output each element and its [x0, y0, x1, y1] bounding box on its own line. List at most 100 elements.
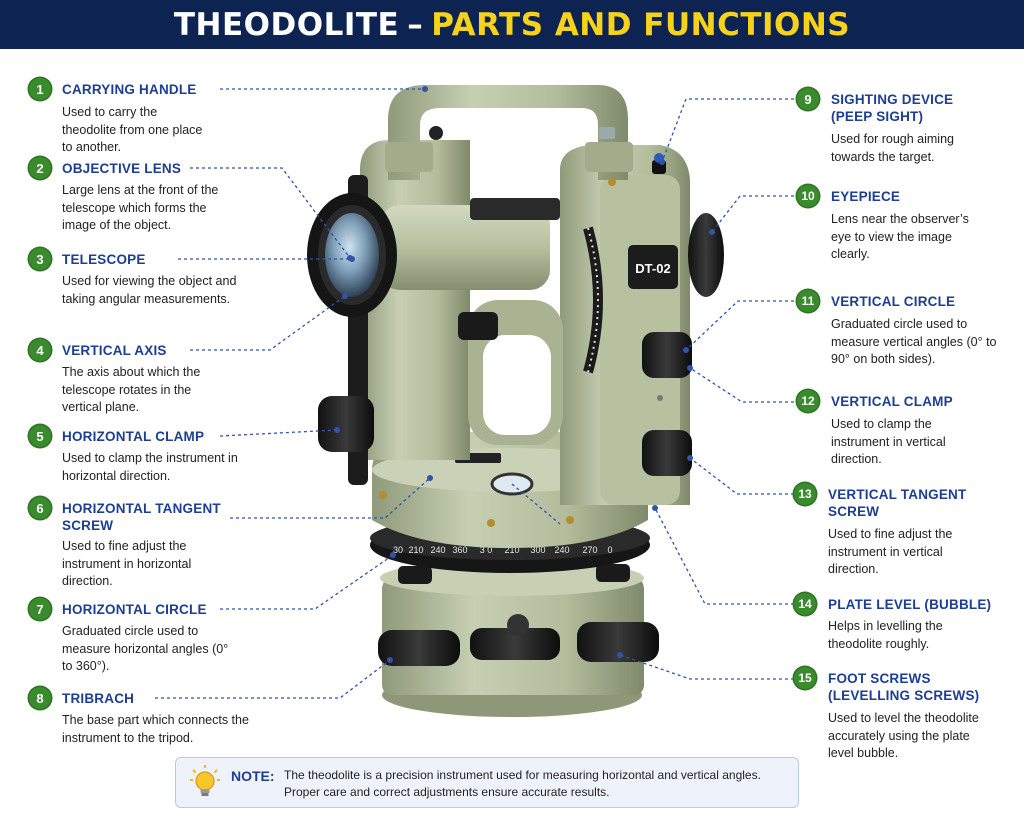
foot-screw-left	[378, 630, 460, 666]
title-accent: PARTS AND FUNCTIONS	[431, 6, 851, 43]
leader-4	[190, 295, 346, 351]
vertical-clamp-knob	[642, 332, 692, 378]
tribrach-center-knob	[507, 614, 529, 636]
part-number-badge: 13	[794, 483, 816, 505]
part-title: VERTICAL CLAMP	[831, 394, 953, 409]
handle-bolt	[429, 126, 443, 140]
part-number-badge: 5	[29, 425, 51, 447]
scale-number: 360	[452, 545, 467, 555]
note-label: NOTE:	[231, 768, 275, 784]
tribrach-knob-right	[596, 564, 630, 582]
part-number-badge: 3	[29, 248, 51, 270]
part-description: Used to clamp the instrument in vertical…	[831, 417, 946, 466]
tribrach-knob-left	[398, 566, 432, 584]
part-description: Used to clamp the instrument in horizont…	[62, 451, 238, 483]
vertical-tangent-knob	[642, 430, 692, 476]
handle-base-right	[585, 142, 633, 172]
leader-2	[190, 167, 351, 259]
part-title: VERTICAL AXIS	[62, 343, 167, 358]
leader-10	[711, 195, 800, 233]
eyepiece	[688, 213, 724, 297]
leader-dots	[334, 86, 715, 663]
scale-number: 30	[393, 545, 403, 555]
model-label: DT-02	[635, 261, 670, 276]
part-description: Used for rough aiming towards the target…	[831, 132, 954, 164]
screw-dot	[379, 491, 387, 499]
part-title: HORIZONTAL TANGENT SCREW	[62, 501, 221, 533]
part-description: Helps in levelling the theodolite roughl…	[828, 619, 943, 651]
part-number-badge: 11	[797, 290, 819, 312]
screw-dot	[487, 519, 495, 527]
part-title: SIGHTING DEVICE (PEEP SIGHT)	[831, 92, 954, 124]
part-title: TRIBRACH	[62, 691, 135, 706]
part-title: VERTICAL CIRCLE	[831, 294, 956, 309]
plate-level-bubble	[490, 472, 534, 496]
part-description: Graduated circle used to measure vertica…	[831, 317, 997, 366]
part-description: Graduated circle used to measure horizon…	[62, 624, 229, 673]
part-description: Large lens at the front of the telescope…	[62, 183, 219, 232]
telescope-top-plate	[470, 198, 560, 220]
screw-dot	[566, 516, 574, 524]
objective-lens-glass	[325, 213, 379, 297]
leader-15	[619, 654, 800, 680]
scale-number: 240	[554, 545, 569, 555]
part-title: HORIZONTAL CIRCLE	[62, 602, 207, 617]
handle-base-left	[385, 142, 433, 172]
lightbulb-icon	[190, 765, 220, 796]
screw-dot	[657, 395, 663, 401]
leader-11	[685, 300, 800, 351]
vertical-circle-ticks	[587, 227, 599, 373]
scale-number: 3 0	[480, 545, 493, 555]
leader-plate-level	[511, 483, 561, 525]
scale-number: 240	[430, 545, 445, 555]
note-text: The theodolite is a precision instrument…	[284, 768, 761, 799]
part-title: PLATE LEVEL (BUBBLE)	[828, 597, 992, 612]
leader-5	[219, 429, 338, 437]
part-number-badge: 9	[797, 88, 819, 110]
scale-number: 0	[607, 545, 612, 555]
part-description: Used to level the theodolite accurately …	[828, 711, 979, 760]
telescope-tube	[380, 205, 550, 290]
center-opening	[483, 335, 551, 435]
part-description: Used to fine adjust the instrument in ve…	[828, 527, 953, 576]
part-title: EYEPIECE	[831, 189, 901, 204]
foot-screw-right	[577, 622, 659, 662]
part-number-badge: 6	[29, 497, 51, 519]
leader-9	[661, 98, 800, 163]
part-description: The base part which connects the instrum…	[62, 713, 249, 745]
part-description: Lens near the observer’s eye to view the…	[831, 212, 969, 261]
part-title: FOOT SCREWS (LEVELLING SCREWS)	[828, 671, 980, 703]
part-description: Used to fine adjust the instrument in ho…	[62, 539, 192, 588]
scale-number: 210	[408, 545, 423, 555]
scale-number: 300	[530, 545, 545, 555]
part-number-badge: 4	[29, 339, 51, 361]
part-number-badge: 7	[29, 598, 51, 620]
part-number-badge: 1	[29, 78, 51, 100]
part-title: CARRYING HANDLE	[62, 82, 197, 97]
model-label-box	[628, 245, 678, 289]
part-title: OBJECTIVE LENS	[62, 161, 182, 176]
foot-screw-back	[470, 628, 560, 660]
leader-lines	[155, 88, 800, 699]
note-box: NOTE: The theodolite is a precision inst…	[175, 757, 799, 808]
leader-13	[689, 457, 800, 495]
part-number-badge: 10	[797, 185, 819, 207]
scale-number: 270	[582, 545, 597, 555]
part-number-badge: 14	[794, 593, 816, 615]
part-title: VERTICAL TANGENT SCREW	[828, 487, 967, 519]
part-number-badge: 8	[29, 687, 51, 709]
leader-12	[689, 367, 800, 403]
part-description: Used for viewing the object and taking a…	[62, 274, 237, 306]
title-main: THEODOLITE	[173, 6, 400, 43]
title-separator: –	[407, 6, 424, 43]
telescope-focus-knob	[458, 312, 498, 340]
part-number-badge: 12	[797, 390, 819, 412]
page-header: THEODOLITE – PARTS AND FUNCTIONS	[0, 0, 1024, 49]
part-description: The axis about which the telescope rotat…	[62, 365, 201, 414]
screw-dot	[608, 178, 616, 186]
part-number-badge: 15	[794, 667, 816, 689]
part-title: HORIZONTAL CLAMP	[62, 429, 205, 444]
leader-7	[220, 554, 394, 610]
